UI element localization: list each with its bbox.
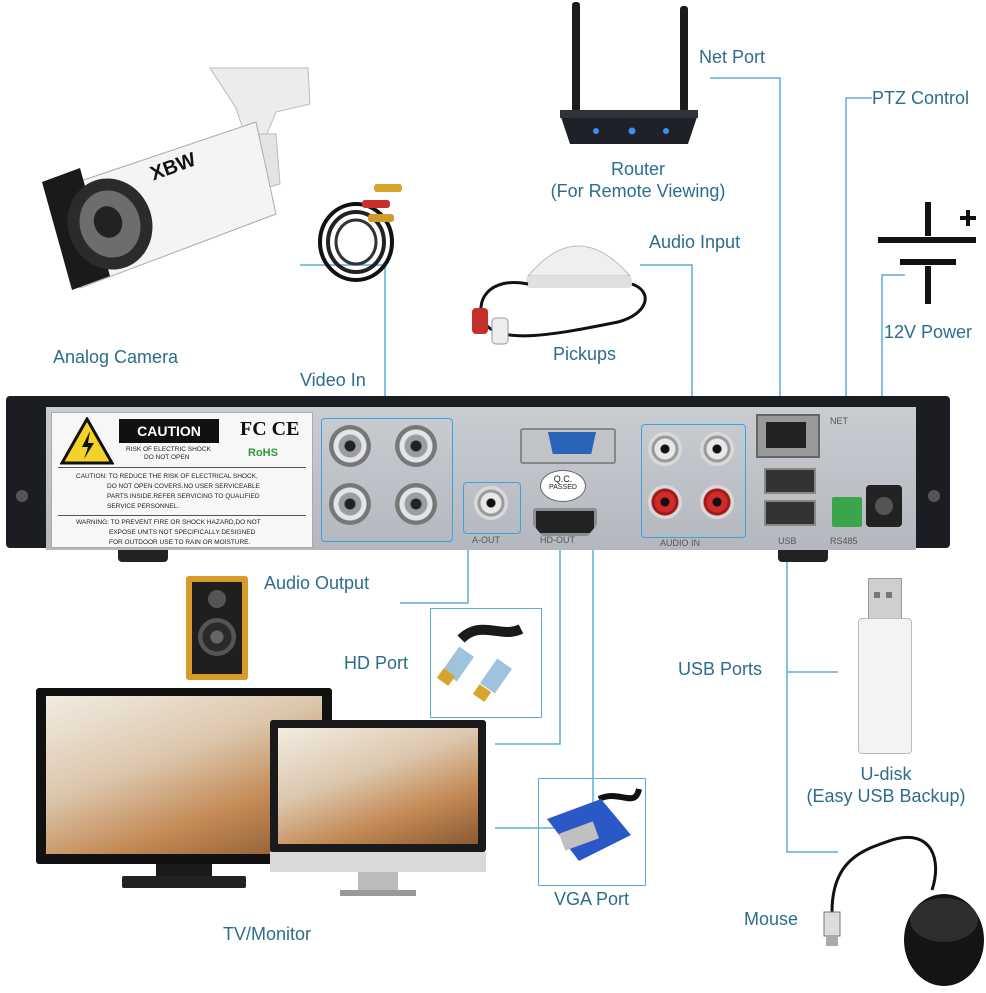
mouse-image	[822, 820, 986, 988]
usb-label: USB	[778, 536, 797, 546]
label-u-disk-sub: (Easy USB Backup)	[806, 786, 966, 806]
speaker-image	[186, 576, 248, 680]
label-vga-port: VGA Port	[554, 889, 630, 909]
power-symbol-icon	[876, 202, 976, 304]
screw-left	[16, 490, 28, 502]
label-analog-camera: Analog Camera	[53, 347, 179, 367]
audio-in-highlight	[641, 424, 746, 538]
dvr-foot-right	[778, 548, 828, 562]
label-hd-port: HD Port	[344, 653, 409, 673]
rs485-terminal[interactable]	[832, 497, 862, 527]
audio-in-label: AUDIO IN	[660, 538, 701, 548]
line-usb-mouse	[786, 480, 838, 853]
label-tv-monitor: TV/Monitor	[223, 924, 312, 944]
vga-cable-image	[538, 778, 646, 886]
analog-camera-image: XBW	[40, 64, 330, 294]
video-cable-image	[304, 170, 414, 290]
bnc-port-3[interactable]	[329, 483, 371, 525]
audio-in-port-2[interactable]	[700, 432, 734, 466]
video-in-highlight	[321, 418, 453, 542]
warning-text-3: FOR OUTDOOR USE TO RAIN OR MOISTURE.	[109, 539, 251, 546]
risk-line-1: RISK OF ELECTRIC SHOCK	[126, 446, 211, 453]
usb-flash-drive-image	[856, 578, 912, 754]
dvr-foot-left	[118, 548, 168, 562]
label-u-disk: U-disk	[860, 764, 912, 784]
warning-text-1: WARNING: TO PREVENT FIRE OR SHOCK HAZARD…	[76, 519, 261, 526]
screw-right	[928, 490, 940, 502]
audio-in-port-4[interactable]	[700, 485, 734, 519]
label-mouse: Mouse	[744, 909, 799, 929]
line-ptz	[845, 97, 872, 497]
caution-text-3: PARTS INSIDE.REFER SERVICING TO QUALIFIE…	[107, 493, 260, 500]
label-router-sub: (For Remote Viewing)	[550, 181, 726, 201]
bnc-port-4[interactable]	[395, 483, 437, 525]
label-router: Router	[610, 159, 666, 179]
certification-marks: FC CE	[240, 418, 300, 440]
usb-port-2[interactable]	[764, 500, 816, 526]
qc-bottom: PASSED	[549, 484, 577, 491]
hd-out-label: HD-OUT	[540, 535, 575, 545]
dc-power-jack[interactable]	[866, 485, 902, 527]
risk-line-2: DO NOT OPEN	[144, 454, 190, 461]
rs485-label: RS485	[830, 536, 858, 546]
audio-in-port-3[interactable]	[648, 485, 682, 519]
net-label: NET	[830, 416, 848, 426]
bnc-port-2[interactable]	[395, 425, 437, 467]
vga-port[interactable]	[520, 428, 616, 464]
caution-text-1: CAUTION: TO REDUCE THE RISK OF ELECTRICA…	[76, 473, 258, 480]
caution-text-4: SERVICE PERSONNEL.	[107, 503, 180, 510]
line-net-port	[710, 77, 781, 408]
label-pickups: Pickups	[553, 344, 617, 364]
audio-in-port-1[interactable]	[648, 432, 682, 466]
label-power: 12V Power	[884, 322, 973, 342]
label-net-port: Net Port	[699, 47, 766, 67]
router-image	[556, 2, 702, 150]
line-audio-input	[640, 264, 693, 424]
audio-out-port[interactable]	[474, 486, 508, 520]
network-port[interactable]	[756, 414, 820, 458]
monitor-small	[270, 720, 488, 898]
a-out-label: A-OUT	[472, 535, 500, 545]
hdmi-port[interactable]	[533, 508, 597, 536]
qc-passed-sticker: Q.C. PASSED	[540, 470, 586, 502]
sticker-divider	[58, 467, 306, 468]
label-ptz-control: PTZ Control	[872, 88, 970, 108]
warning-icon	[60, 417, 114, 465]
caution-heading: CAUTION	[119, 419, 219, 443]
label-usb-ports: USB Ports	[678, 659, 763, 679]
label-video-in: Video In	[300, 370, 366, 390]
rohs-mark: RoHS	[248, 447, 278, 459]
pickup-microphone-image	[468, 222, 658, 348]
line-hd-port	[495, 536, 561, 745]
caution-sticker: CAUTION RISK OF ELECTRIC SHOCK DO NOT OP…	[51, 412, 313, 548]
bnc-port-1[interactable]	[329, 425, 371, 467]
audio-out-highlight	[463, 482, 521, 534]
caution-text-2: DO NOT OPEN COVERS.NO USER SERVICEABLE	[107, 483, 260, 490]
sticker-divider-2	[58, 515, 306, 516]
usb-port-1[interactable]	[764, 468, 816, 494]
label-audio-input: Audio Input	[649, 232, 741, 252]
qc-top: Q.C.	[553, 474, 573, 484]
label-audio-output: Audio Output	[264, 573, 370, 593]
warning-text-2: EXPOSE UNITS NOT SPECIFICALLY DESIGNED	[109, 529, 256, 536]
hdmi-cable-image	[430, 608, 542, 718]
